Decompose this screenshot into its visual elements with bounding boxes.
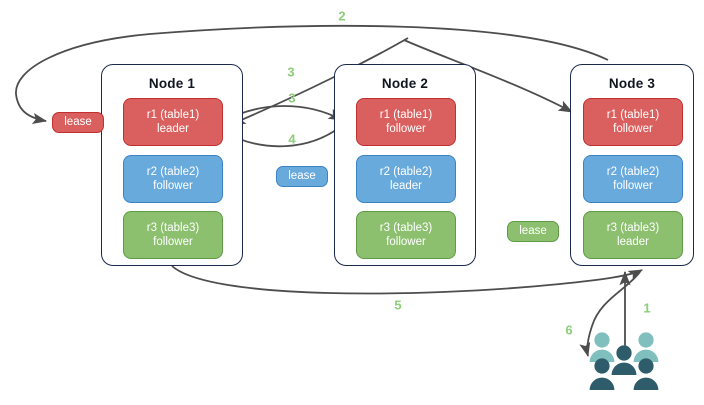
lease-label: lease bbox=[288, 170, 316, 182]
edge-label-3a: 3 bbox=[287, 64, 295, 80]
edge-label-5: 5 bbox=[394, 297, 402, 313]
replica-line2: follower bbox=[386, 236, 426, 248]
replica-line2: leader bbox=[617, 236, 649, 248]
edge-label-4: 4 bbox=[288, 131, 296, 147]
replica-node1-r1[interactable]: r1 (table1) leader bbox=[123, 98, 223, 146]
replica-node2-r3[interactable]: r3 (table3) follower bbox=[356, 211, 456, 259]
lease-badge-blue[interactable]: lease bbox=[276, 166, 328, 187]
edge-label-3b: 3 bbox=[288, 90, 296, 106]
replica-node3-r3[interactable]: r3 (table3) leader bbox=[583, 211, 683, 259]
edge-label-1: 1 bbox=[643, 300, 651, 316]
replica-node1-r3[interactable]: r3 (table3) follower bbox=[123, 211, 223, 259]
lease-badge-red[interactable]: lease bbox=[52, 112, 104, 133]
replica-node2-r2[interactable]: r2 (table2) leader bbox=[356, 155, 456, 203]
replica-line1: r1 (table1) bbox=[379, 109, 433, 121]
replica-node3-r2[interactable]: r2 (table2) follower bbox=[583, 155, 683, 203]
replica-line1: r2 (table2) bbox=[379, 166, 433, 178]
replica-line2: follower bbox=[386, 123, 426, 135]
node-title-1: Node 1 bbox=[148, 76, 196, 91]
edge-label-6: 6 bbox=[565, 322, 573, 338]
replica-line1: r1 (table1) bbox=[146, 109, 200, 121]
replica-line2: follower bbox=[613, 123, 653, 135]
users-icon bbox=[589, 332, 659, 390]
replica-line1: r3 (table3) bbox=[146, 222, 200, 234]
node-box-2[interactable]: Node 2 r1 (table1) follower r2 (table2) … bbox=[334, 64, 476, 266]
replica-line1: r1 (table1) bbox=[606, 109, 660, 121]
lease-label: lease bbox=[64, 116, 92, 128]
node-title-3: Node 3 bbox=[608, 76, 656, 91]
replica-node3-r1[interactable]: r1 (table1) follower bbox=[583, 98, 683, 146]
node-box-1[interactable]: Node 1 r1 (table1) leader r2 (table2) fo… bbox=[101, 64, 243, 266]
lease-badge-green[interactable]: lease bbox=[507, 221, 559, 242]
replica-line2: follower bbox=[613, 180, 653, 192]
edge-4-path bbox=[225, 123, 345, 148]
replica-line2: leader bbox=[390, 180, 422, 192]
replica-node1-r2[interactable]: r2 (table2) follower bbox=[123, 155, 223, 203]
replica-line1: r2 (table2) bbox=[606, 166, 660, 178]
replica-node2-r1[interactable]: r1 (table1) follower bbox=[356, 98, 456, 146]
replica-line2: leader bbox=[157, 123, 189, 135]
replica-line1: r3 (table3) bbox=[606, 222, 660, 234]
replica-line1: r3 (table3) bbox=[379, 222, 433, 234]
replica-line2: follower bbox=[153, 236, 193, 248]
edge-5-path bbox=[171, 265, 643, 295]
users-front-row bbox=[589, 345, 659, 390]
edge-label-2: 2 bbox=[338, 8, 346, 24]
node-title-2: Node 2 bbox=[381, 76, 429, 91]
replica-line2: follower bbox=[153, 180, 193, 192]
node-box-3[interactable]: Node 3 r1 (table1) follower r2 (table2) … bbox=[570, 64, 694, 266]
lease-label: lease bbox=[519, 225, 547, 237]
replica-line1: r2 (table2) bbox=[146, 166, 200, 178]
